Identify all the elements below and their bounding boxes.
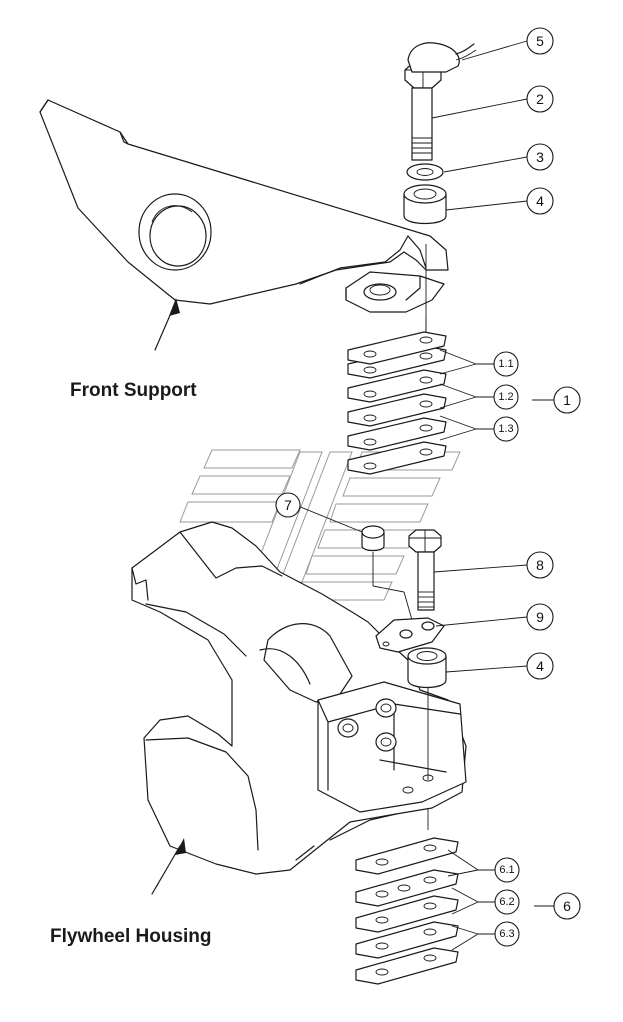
front-support-arrow — [154, 298, 180, 351]
callout-1-3: 1.3 — [493, 416, 519, 442]
svg-text:6.1: 6.1 — [499, 864, 514, 876]
washer-part-3 — [406, 163, 444, 181]
svg-text:4: 4 — [536, 658, 544, 674]
bolt-part-2 — [404, 61, 442, 161]
front-support-bracket — [39, 99, 449, 340]
svg-text:7: 7 — [284, 497, 292, 513]
bolt-part-8 — [408, 529, 442, 611]
svg-text:6.2: 6.2 — [499, 896, 514, 908]
callout-2: 2 — [526, 85, 554, 113]
callout-1-2: 1.2 — [493, 384, 519, 410]
svg-text:3: 3 — [536, 149, 544, 165]
callout-5: 5 — [526, 27, 554, 55]
svg-text:1: 1 — [563, 392, 571, 408]
callout-6-3: 6.3 — [494, 921, 520, 947]
callout-1: 1 — [553, 386, 581, 414]
callout-4-top: 4 — [526, 187, 554, 215]
svg-text:1.3: 1.3 — [498, 423, 513, 435]
callout-9: 9 — [526, 603, 554, 631]
callout-8: 8 — [526, 551, 554, 579]
svg-text:8: 8 — [536, 557, 544, 573]
lock-plate-part-9 — [375, 617, 445, 653]
svg-text:6: 6 — [563, 898, 571, 914]
svg-text:5: 5 — [536, 33, 544, 49]
callout-3: 3 — [526, 143, 554, 171]
callout-4-bottom: 4 — [526, 652, 554, 680]
callout-6-2: 6.2 — [494, 889, 520, 915]
flywheel-housing-label: Flywheel Housing — [50, 926, 212, 947]
svg-text:2: 2 — [536, 91, 544, 107]
svg-text:1.1: 1.1 — [498, 358, 513, 370]
callout-7: 7 — [275, 492, 301, 518]
callout-leaders — [297, 40, 554, 951]
lock-nut-part-5 — [407, 42, 477, 73]
shim-stack-part-6 — [355, 808, 459, 985]
front-support-label: Front Support — [70, 380, 197, 401]
svg-text:1.2: 1.2 — [498, 391, 513, 403]
callout-6: 6 — [553, 892, 581, 920]
spacer-part-4-top — [403, 184, 447, 225]
svg-text:4: 4 — [536, 193, 544, 209]
flywheel-housing-casting — [131, 521, 467, 875]
shim-stack-part-1 — [347, 318, 447, 475]
spacer-part-4-bottom — [407, 647, 447, 689]
svg-text:9: 9 — [536, 609, 544, 625]
flywheel-housing-arrow — [151, 838, 186, 895]
dowel-part-7 — [361, 525, 413, 621]
svg-text:6.3: 6.3 — [499, 928, 514, 940]
callout-1-1: 1.1 — [493, 351, 519, 377]
callout-6-1: 6.1 — [494, 857, 520, 883]
